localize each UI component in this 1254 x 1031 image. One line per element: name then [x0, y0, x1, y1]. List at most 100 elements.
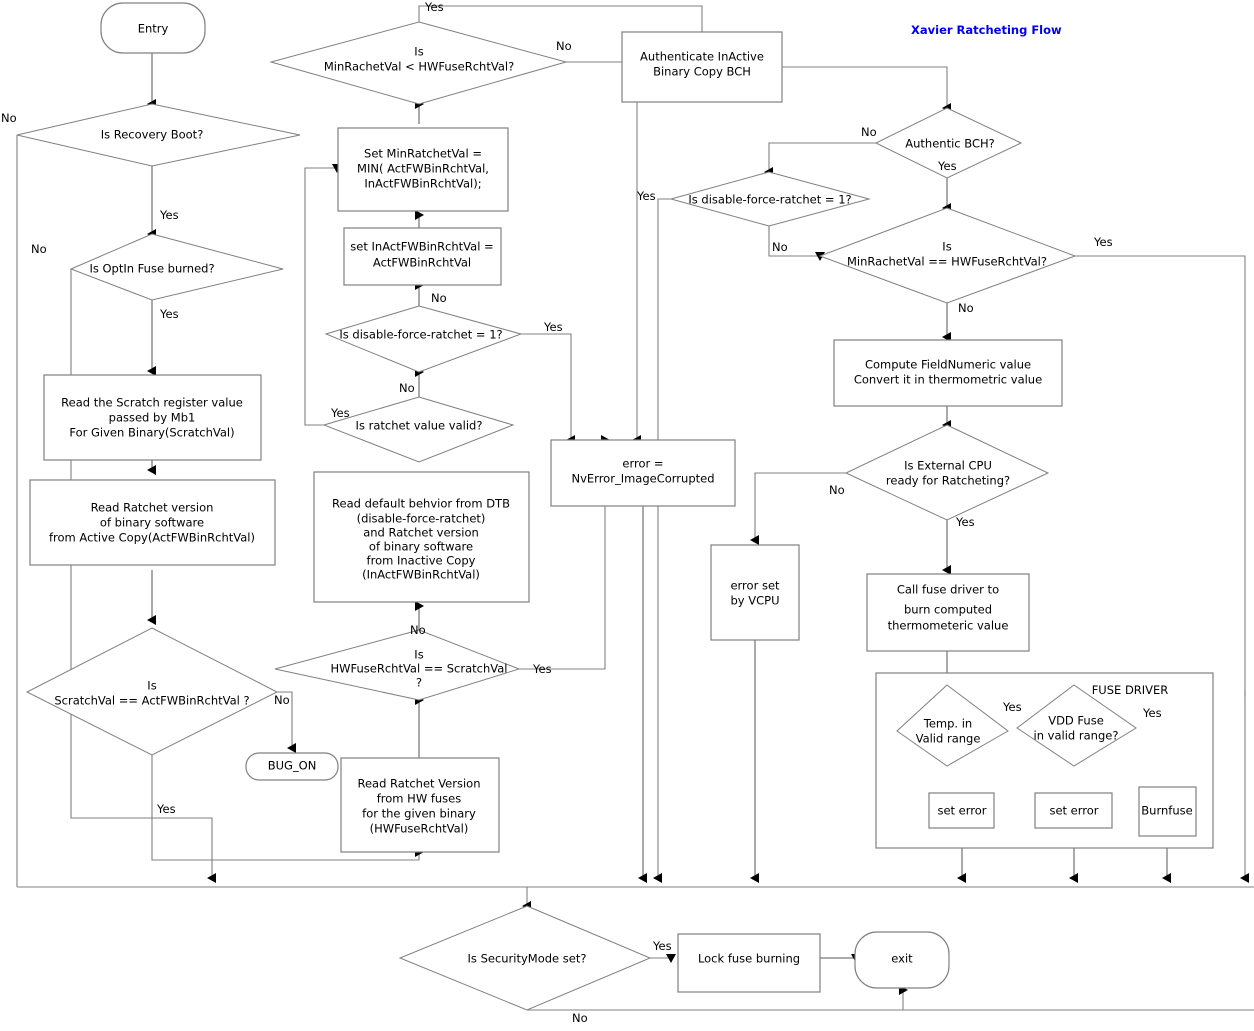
node-disable-force-ratchet-right-label: Is disable-force-ratchet = 1? — [688, 193, 851, 207]
node-read-ratchet-hw-line4: (HWFuseRchtVal) — [370, 822, 469, 836]
node-scratchval-equals-actfw[interactable]: Is ScratchVal == ActFWBinRchtVal ? — [25, 627, 279, 756]
node-is-optin-fuse-burned[interactable]: Is OptIn Fuse burned? — [69, 233, 284, 301]
node-read-default-dtb-line2: (disable-force-ratchet) — [357, 512, 486, 526]
node-temp-valid-range[interactable]: Temp. in Valid range — [896, 684, 1009, 767]
node-read-ratchet-hw-line1: Read Ratchet Version — [358, 777, 481, 791]
node-is-ratchet-value-valid-label: Is ratchet value valid? — [356, 419, 483, 433]
node-exit[interactable]: exit — [854, 931, 950, 989]
edge-label-min-lt-no: No — [556, 39, 572, 53]
node-set-min-ratchet-line1: Set MinRatchetVal = — [364, 147, 482, 161]
edge-label-min-lt-yes: Yes — [424, 0, 444, 14]
node-disable-force-ratchet-right[interactable]: Is disable-force-ratchet = 1? — [669, 171, 871, 227]
node-hwfuse-equals-scratchval[interactable]: Is HWFuseRchtVal == ScratchVal ? — [274, 629, 521, 701]
node-compute-fieldnumeric[interactable]: Compute FieldNumeric value Convert it in… — [833, 339, 1063, 407]
node-set-error-1-label: set error — [937, 804, 986, 818]
node-bug-on[interactable]: BUG_ON — [245, 752, 339, 781]
edge-label-optin-no: No — [31, 242, 47, 256]
node-error-set-by-vcpu[interactable]: error set by VCPU — [710, 544, 800, 641]
node-read-default-dtb-line6: (InActFWBinRchtVal) — [362, 568, 480, 582]
node-call-fuse-driver[interactable]: Call fuse driver to burn computed thermo… — [866, 573, 1030, 652]
edge-label-disable-right-yes: Yes — [636, 189, 656, 203]
node-set-inact-line2: ActFWBinRchtVal — [373, 256, 471, 270]
node-set-error-2[interactable]: set error — [1034, 792, 1113, 829]
node-error-set-vcpu-line2: by VCPU — [730, 594, 779, 608]
node-read-ratchet-hw-fuses[interactable]: Read Ratchet Version from HW fuses for t… — [340, 757, 500, 853]
node-authentic-bch[interactable]: Authentic BCH? — [874, 107, 1023, 179]
node-is-securitymode-set[interactable]: Is SecurityMode set? — [398, 905, 652, 1011]
node-error-set-vcpu-line1: error set — [730, 579, 780, 593]
node-external-cpu-ready-line1: Is External CPU — [904, 459, 992, 473]
node-set-error-2-label: set error — [1049, 804, 1098, 818]
edge-label-security-no: No — [572, 1011, 588, 1025]
edge-label-min-eq-no: No — [958, 301, 974, 315]
node-read-default-behavior-dtb[interactable]: Read default behvior from DTB (disable-f… — [313, 471, 530, 603]
node-exit-label: exit — [891, 952, 913, 966]
node-authenticate-bch-line1: Authenticate InActive — [640, 50, 764, 64]
node-is-ratchet-value-valid[interactable]: Is ratchet value valid? — [322, 396, 515, 463]
node-bug-on-label: BUG_ON — [268, 759, 317, 773]
node-read-scratch-line1: Read the Scratch register value — [61, 396, 243, 410]
node-call-fuse-driver-line3: thermometeric value — [888, 619, 1009, 633]
node-authenticate-bch[interactable]: Authenticate InActive Binary Copy BCH — [621, 31, 783, 103]
node-is-optin-fuse-burned-label: Is OptIn Fuse burned? — [89, 262, 214, 276]
edge-label-optin-yes: Yes — [159, 307, 179, 321]
node-scratchval-equals-actfw-line2: ScratchVal == ActFWBinRchtVal ? — [54, 694, 249, 708]
node-error-image-corrupted-line2: NvError_ImageCorrupted — [572, 472, 715, 486]
node-disable-force-ratchet-left[interactable]: Is disable-force-ratchet = 1? — [324, 305, 523, 373]
node-disable-force-ratchet-left-label: Is disable-force-ratchet = 1? — [339, 328, 502, 342]
node-set-min-ratchet-val[interactable]: Set MinRatchetVal = MIN( ActFWBinRchtVal… — [337, 127, 509, 212]
edge-label-authentic-yes: Yes — [937, 159, 957, 173]
node-compute-fieldnumeric-line2: Convert it in thermometric value — [854, 373, 1042, 387]
node-authenticate-bch-line2: Binary Copy BCH — [653, 65, 751, 79]
node-min-eq-hwfuse[interactable]: Is MinRachetVal == HWFuseRchtVal? — [818, 207, 1077, 304]
node-vdd-valid-range[interactable]: VDD Fuse in valid range? — [1016, 684, 1137, 767]
edge-label-ratchet-valid-no: No — [399, 381, 415, 395]
node-authentic-bch-label: Authentic BCH? — [905, 137, 994, 151]
node-compute-fieldnumeric-line1: Compute FieldNumeric value — [865, 358, 1031, 372]
node-read-ratchet-hw-line2: from HW fuses — [377, 792, 462, 806]
node-min-lt-hwfuse[interactable]: Is MinRachetVal < HWFuseRchtVal? — [269, 21, 568, 105]
edge-label-recovery-yes: Yes — [159, 208, 179, 222]
edge-label-scratch-no: No — [274, 693, 290, 707]
node-set-inact-fwbin[interactable]: set InActFWBinRchtVal = ActFWBinRchtVal — [343, 227, 502, 286]
node-error-image-corrupted-line1: error = — [622, 457, 663, 471]
node-vdd-valid-line2: in valid range? — [1034, 729, 1119, 743]
node-set-min-ratchet-line3: InActFWBinRchtVal); — [364, 177, 481, 191]
node-read-scratch-line3: For Given Binary(ScratchVal) — [69, 426, 234, 440]
node-entry-label: Entry — [138, 22, 169, 36]
edge-label-cpu-no: No — [829, 483, 845, 497]
node-read-ratchet-active-line3: from Active Copy(ActFWBinRchtVal) — [49, 531, 255, 545]
edge-label-hwfuse-yes: Yes — [532, 662, 552, 676]
node-hwfuse-equals-scratchval-line1: Is — [414, 648, 423, 662]
node-entry[interactable]: Entry — [100, 2, 206, 54]
node-lock-fuse-burning[interactable]: Lock fuse burning — [677, 933, 821, 993]
node-read-scratch-register[interactable]: Read the Scratch register value passed b… — [43, 374, 262, 461]
edge-label-ratchet-valid-yes: Yes — [330, 406, 350, 420]
node-min-eq-hwfuse-line1: Is — [942, 240, 951, 254]
node-read-ratchet-active[interactable]: Read Ratchet version of binary software … — [29, 479, 276, 566]
edge-label-disable-left-no: No — [431, 291, 447, 305]
node-is-recovery-boot[interactable]: Is Recovery Boot? — [16, 103, 301, 167]
node-is-recovery-boot-label: Is Recovery Boot? — [101, 128, 204, 142]
node-temp-valid-line1: Temp. in — [923, 717, 972, 731]
node-read-ratchet-active-line2: of binary software — [100, 516, 204, 530]
node-read-default-dtb-line4: of binary software — [369, 540, 473, 554]
node-read-scratch-line2: passed by Mb1 — [109, 411, 196, 425]
node-temp-valid-line2: Valid range — [916, 732, 981, 746]
node-hwfuse-equals-scratchval-line3: ? — [416, 676, 422, 690]
edge-label-recovery-no: No — [1, 111, 17, 125]
node-set-error-1[interactable]: set error — [928, 792, 995, 829]
node-is-securitymode-set-label: Is SecurityMode set? — [468, 952, 587, 966]
node-burnfuse[interactable]: Burnfuse — [1138, 786, 1197, 837]
node-min-lt-hwfuse-line1: Is — [414, 45, 423, 59]
diagram-title: Xavier Ratcheting Flow — [911, 23, 1062, 37]
node-read-default-dtb-line3: and Ratchet version — [363, 526, 479, 540]
node-error-image-corrupted[interactable]: error = NvError_ImageCorrupted — [550, 439, 736, 507]
node-vdd-valid-line1: VDD Fuse — [1048, 714, 1104, 728]
node-external-cpu-ready[interactable]: Is External CPU ready for Ratcheting? — [844, 424, 1050, 521]
node-set-min-ratchet-line2: MIN( ActFWBinRchtVal, — [357, 162, 489, 176]
node-read-default-dtb-line1: Read default behvior from DTB — [332, 497, 510, 511]
node-external-cpu-ready-line2: ready for Ratcheting? — [886, 474, 1010, 488]
node-min-lt-hwfuse-line2: MinRachetVal < HWFuseRchtVal? — [324, 60, 514, 74]
